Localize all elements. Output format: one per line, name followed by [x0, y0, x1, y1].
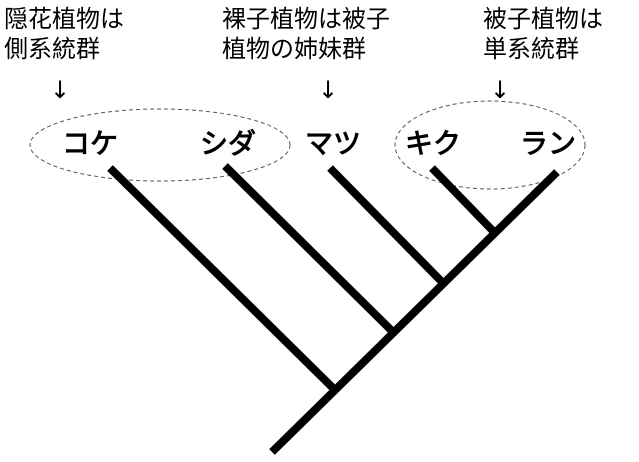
taxon-label-kiku: キク — [405, 127, 462, 160]
note-line: 隠花植物は — [4, 5, 124, 33]
down-arrow-icon: ↓ — [490, 76, 511, 104]
taxon-label-shida: シダ — [200, 127, 257, 160]
gymnosperm-note: 裸子植物は被子植物の姉妹群 — [222, 4, 390, 64]
paraphyletic-group-ellipse — [29, 108, 291, 182]
down-arrow-icon: ↓ — [50, 76, 71, 104]
note-line: 裸子植物は被子 — [222, 5, 390, 33]
monophyletic-group-ellipse — [394, 100, 586, 190]
note-line: 側系統群 — [4, 35, 100, 63]
note-line: 植物の姉妹群 — [222, 35, 366, 63]
taxon-label-matsu: マツ — [305, 127, 362, 160]
branch-matsu — [327, 165, 447, 287]
taxon-label-ran: ラン — [520, 127, 577, 160]
note-line: 被子植物は — [483, 5, 603, 33]
trunk-branch — [269, 169, 560, 455]
branch-koke — [107, 165, 339, 394]
branch-kiku — [429, 165, 496, 234]
cryptogam-note: 隠花植物は側系統群 — [4, 4, 124, 64]
down-arrow-icon: ↓ — [318, 76, 339, 104]
taxon-label-koke: コケ — [62, 127, 119, 160]
angiosperm-note: 被子植物は単系統群 — [483, 4, 603, 64]
branch-shida — [222, 163, 397, 336]
note-line: 単系統群 — [483, 35, 579, 63]
